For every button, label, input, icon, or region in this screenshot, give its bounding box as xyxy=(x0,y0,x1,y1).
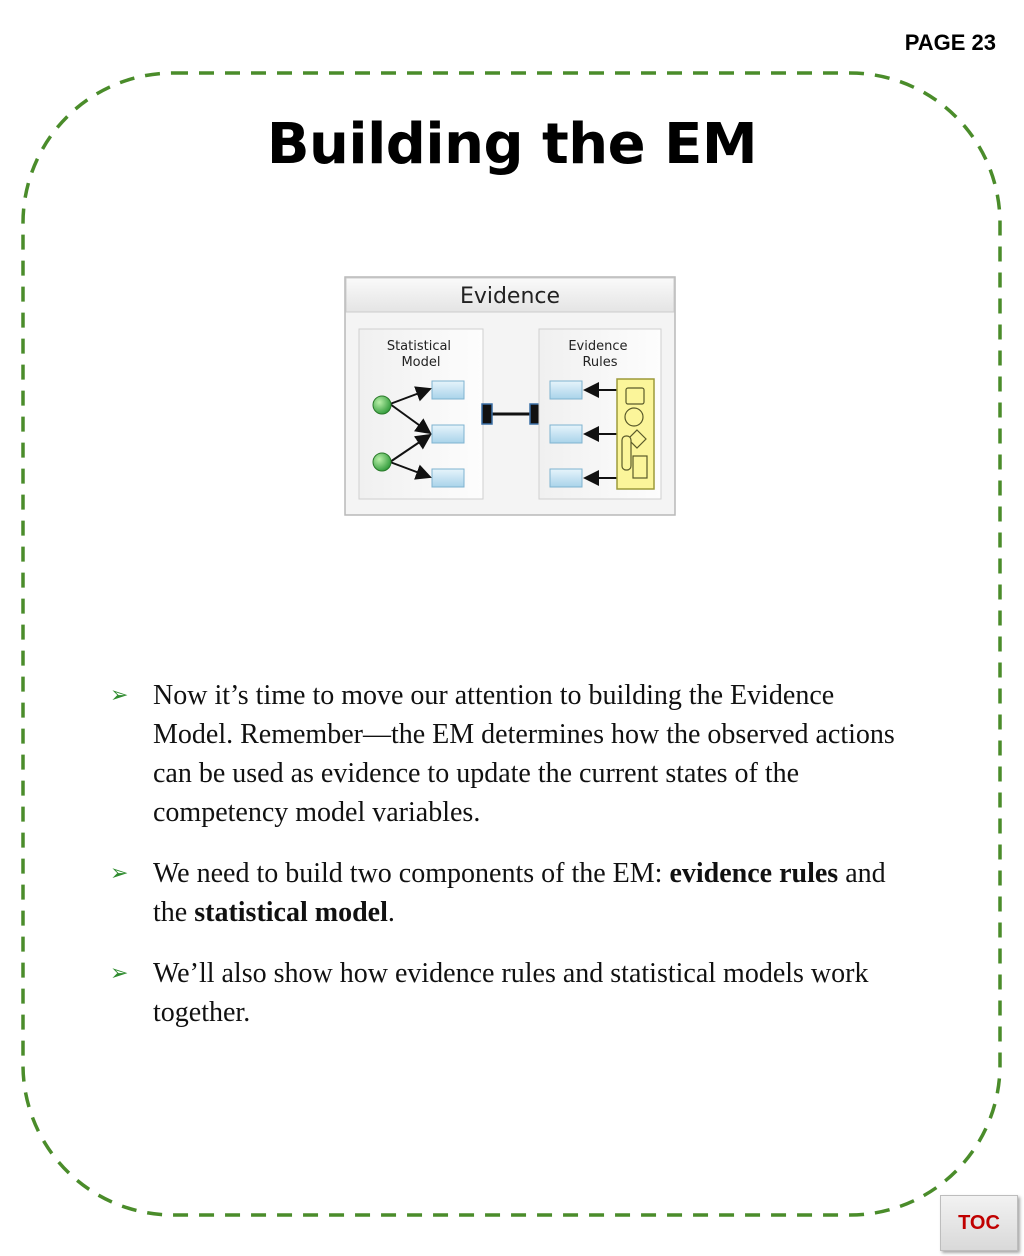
evidence-rules-label: Evidence Rules xyxy=(568,339,631,370)
rule-arrows xyxy=(583,382,617,486)
panel-connector xyxy=(481,403,541,425)
bullet-text: We need to build two components of the E… xyxy=(153,858,886,928)
bullet-item: ➢ We need to build two components of the… xyxy=(110,854,910,932)
bullet-item: ➢ Now it’s time to move our attention to… xyxy=(110,676,910,832)
model-edges xyxy=(389,386,432,480)
competency-node xyxy=(372,395,392,415)
toc-button[interactable]: TOC xyxy=(940,1195,1018,1251)
arrow-bullet-icon: ➢ xyxy=(110,861,129,886)
competency-node xyxy=(372,452,392,472)
page-title: Building the EM xyxy=(266,112,758,177)
diagram-header-bar xyxy=(345,277,675,313)
statistical-model-label: Statistical Model xyxy=(387,339,455,370)
evidence-model-diagram: Evidence Statistical Model Evidence Rule… xyxy=(344,276,676,516)
flowchart-icon xyxy=(616,378,655,490)
arrow-bullet-icon: ➢ xyxy=(110,683,129,708)
diagram-header-label: Evidence xyxy=(460,284,560,309)
bullet-text: We’ll also show how evidence rules and s… xyxy=(153,958,869,1028)
observable-boxes-right xyxy=(549,380,583,488)
page-number: PAGE 23 xyxy=(904,30,996,55)
bullet-list: ➢ Now it’s time to move our attention to… xyxy=(110,676,910,1054)
bold-term: statistical model xyxy=(194,897,388,928)
bullet-item: ➢ We’ll also show how evidence rules and… xyxy=(110,954,910,1032)
observable-boxes-left xyxy=(431,380,465,488)
bullet-text: Now it’s time to move our attention to b… xyxy=(153,680,895,828)
bold-term: evidence rules xyxy=(669,858,839,889)
arrow-bullet-icon: ➢ xyxy=(110,961,129,986)
